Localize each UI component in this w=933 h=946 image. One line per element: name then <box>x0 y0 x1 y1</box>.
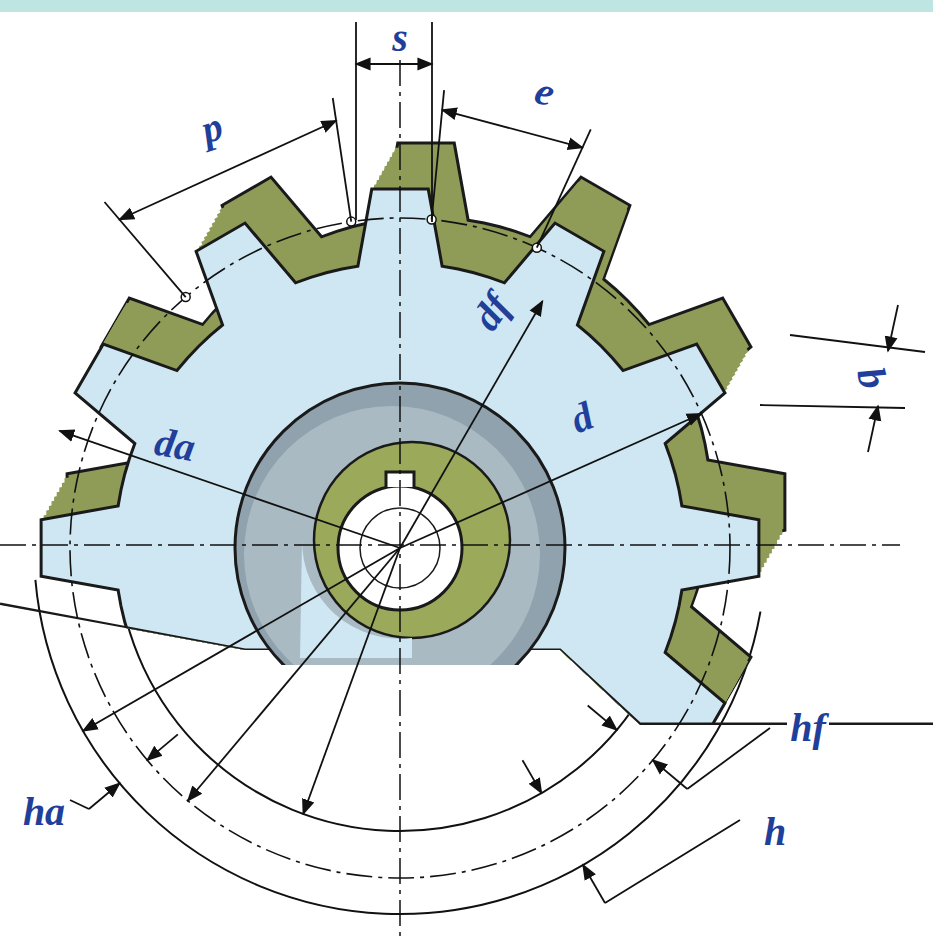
dimension-line <box>653 760 687 789</box>
dimension-lines <box>0 18 925 940</box>
dimension-label: b <box>849 360 894 395</box>
dimension-label: hf <box>787 708 829 748</box>
dimension-line <box>147 734 178 760</box>
dimension-line <box>583 865 605 903</box>
dimension-line <box>355 22 357 220</box>
dimension-line <box>432 90 444 219</box>
dimension-line <box>83 548 400 731</box>
dimension-line <box>89 783 120 809</box>
pitch-circle <box>70 218 730 878</box>
dimension-label: da <box>149 421 201 468</box>
hub-inner <box>244 406 540 665</box>
dimension-line <box>188 548 400 801</box>
shaft-section <box>314 442 510 638</box>
dimension-line <box>442 110 582 148</box>
dimension-line <box>400 414 701 548</box>
dimension-label: df <box>464 284 519 339</box>
dimension-line <box>605 820 740 903</box>
center-line <box>399 18 401 940</box>
dimension-label: d <box>562 395 601 442</box>
dimension-line <box>687 728 770 789</box>
dimension-label: ha <box>20 792 68 832</box>
dimension-line <box>356 63 432 65</box>
dimension-line <box>105 202 186 297</box>
dimension-line <box>868 406 878 452</box>
dimension-line <box>400 301 543 548</box>
dimension-line <box>431 22 433 222</box>
dimension-label: p <box>193 105 230 151</box>
dimension-line <box>523 760 542 793</box>
dimension-line <box>70 800 89 809</box>
dimension-label: h <box>761 812 789 852</box>
dimension-line <box>588 705 617 729</box>
dimension-line <box>888 305 898 351</box>
dimension-line <box>303 548 400 814</box>
dimension-line <box>537 129 591 247</box>
top-band <box>0 0 933 12</box>
dimension-line <box>60 431 400 548</box>
dimension-line <box>333 98 351 222</box>
dimension-line <box>790 335 925 352</box>
dimension-label: s <box>389 18 411 58</box>
dimension-line <box>760 405 905 408</box>
gear-body <box>0 143 933 907</box>
center-line <box>0 544 900 546</box>
dimension-label: e <box>528 69 563 114</box>
